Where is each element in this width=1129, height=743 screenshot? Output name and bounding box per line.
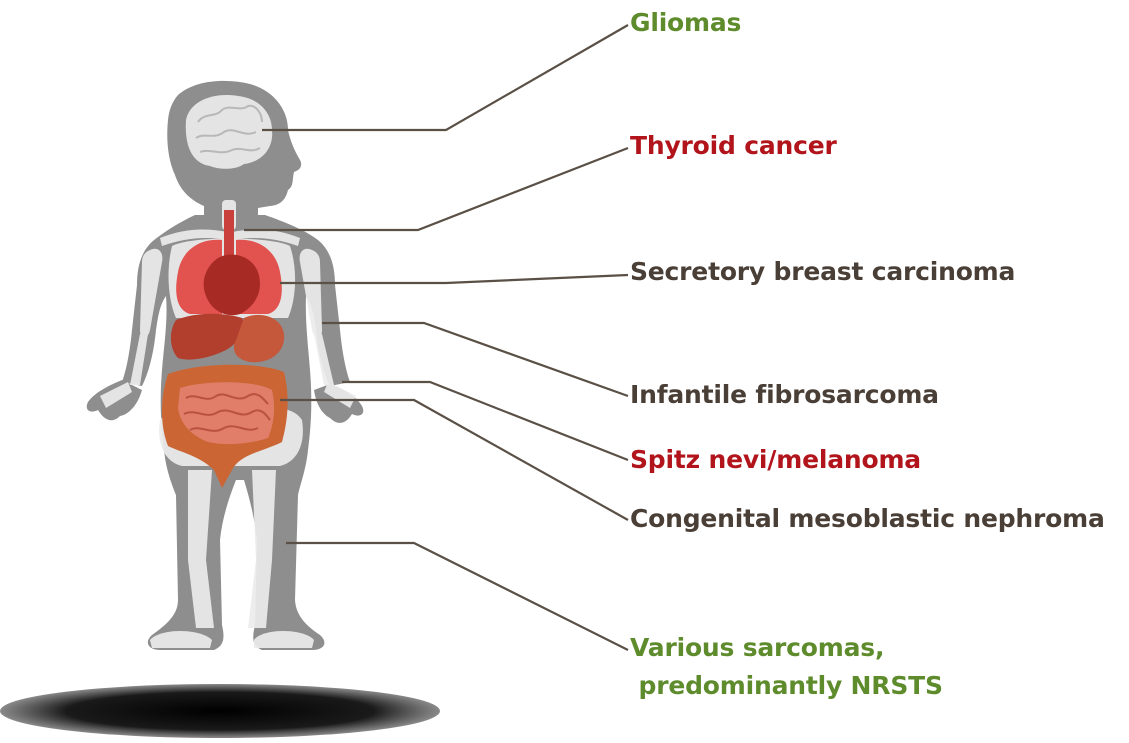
label-secretory-breast-carcinoma: Secretory breast carcinoma (630, 257, 1015, 287)
ground-shadow (0, 684, 440, 738)
brain-icon (186, 95, 272, 169)
label-thyroid-cancer: Thyroid cancer (630, 131, 837, 161)
leader-gliomas (262, 25, 628, 130)
label-spitz-nevi-melanoma: Spitz nevi/melanoma (630, 445, 921, 475)
leader-spitz (342, 382, 628, 460)
leader-fibrosarcoma (322, 323, 628, 396)
label-various-sarcomas: Various sarcomas, (630, 633, 884, 663)
label-predominantly-nrsts: predominantly NRSTS (630, 671, 943, 701)
label-congenital-mesoblastic-nephroma: Congenital mesoblastic nephroma (630, 504, 1105, 534)
label-infantile-fibrosarcoma: Infantile fibrosarcoma (630, 380, 939, 410)
trachea (224, 210, 234, 260)
label-gliomas: Gliomas (630, 8, 741, 38)
leader-thyroid (244, 148, 628, 230)
leader-sarcomas (286, 543, 628, 650)
